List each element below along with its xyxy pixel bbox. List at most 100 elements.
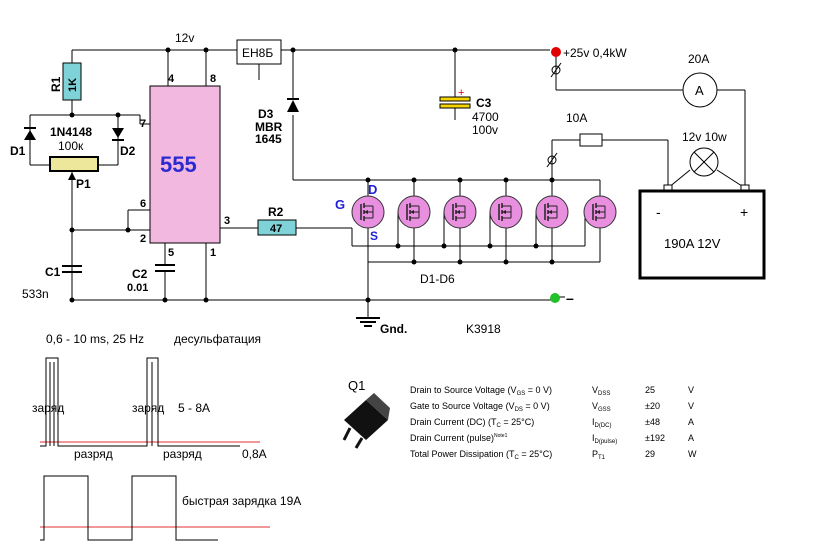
discharge-current: 0,8A	[242, 447, 267, 461]
mosfet-part-label: K3918	[466, 322, 501, 336]
battery: - + 190A 12V	[638, 184, 766, 280]
fuse-10a: 10A	[546, 111, 603, 168]
pin-1: 1	[210, 247, 216, 259]
ammeter-symbol: A	[695, 83, 704, 98]
mosfet-group-label: D1-D6	[420, 272, 455, 286]
output-plus-label: +25v 0,4kW	[563, 46, 627, 60]
spec-unit: A	[688, 417, 694, 427]
spec-value: ±20	[645, 401, 660, 411]
resistor-r1: 1K R1	[49, 62, 82, 101]
r1-value: 1K	[67, 78, 79, 92]
c3-voltage: 100v	[472, 123, 498, 137]
diode-type-label: 1N4148	[50, 125, 92, 139]
wave1-header: 0,6 - 10 ms, 25 Hz	[46, 332, 144, 346]
potentiometer-p1: 100к P1	[49, 139, 99, 191]
c1-value: 533n	[22, 287, 49, 301]
ic-555: 555 4 8 7 6 2 3 5 1	[140, 73, 230, 259]
fuse-label: ЕН8Б	[242, 46, 273, 60]
spec-unit: V	[688, 401, 694, 411]
r1-ref: R1	[49, 76, 63, 92]
ic-label: 555	[160, 152, 197, 177]
mosfet-array: G D S D1-D6	[335, 182, 617, 286]
ground-symbol: Gnd.	[356, 317, 407, 336]
spec-unit: V	[688, 385, 694, 395]
spec-symbol: ID(DC)	[592, 417, 612, 429]
mosfet-3	[443, 195, 477, 229]
ammeter-rating: 20A	[688, 52, 709, 66]
pin-7: 7	[140, 118, 146, 130]
mosfet-6	[583, 195, 617, 229]
wires	[29, 49, 746, 318]
ground-label: Gnd.	[380, 322, 407, 336]
pin-3: 3	[224, 215, 230, 227]
diode-d3: D3 MBR 1645	[255, 98, 299, 146]
c3-plus: +	[458, 87, 464, 99]
spec-param: Drain Current (DC) (TC = 25°C)	[410, 417, 534, 429]
spec-title: Q1	[348, 378, 365, 393]
p1-value: 100к	[58, 139, 84, 153]
pin-8: 8	[210, 73, 216, 85]
spec-symbol: VDSS	[592, 385, 610, 397]
lamp: 12v 10w	[682, 130, 727, 177]
spec-symbol: VGSS	[592, 401, 611, 413]
spec-param: Total Power Dissipation (TC = 25°C)	[410, 449, 552, 461]
wave1-mode: десульфатация	[174, 332, 261, 346]
spec-value: ±48	[645, 417, 660, 427]
output-plus-terminal: +25v 0,4kW	[550, 46, 627, 78]
c1-ref: C1	[45, 265, 61, 279]
spec-value: 29	[645, 449, 655, 459]
mosfet-1	[351, 195, 385, 229]
mosfet-2	[397, 195, 431, 229]
spec-param: Drain Current (pulse)Note1	[410, 433, 508, 443]
ammeter: 20A A	[682, 52, 718, 108]
pin-6: 6	[140, 198, 146, 210]
spec-unit: A	[688, 433, 694, 443]
r2-value: 47	[270, 223, 282, 235]
supply-12v-label: 12v	[175, 31, 194, 45]
c3-value: 4700	[472, 110, 499, 124]
spec-param: Drain to Source Voltage (VGS = 0 V)	[410, 385, 552, 397]
capacitor-c2: C2 0.01	[127, 264, 175, 294]
r2-ref: R2	[268, 205, 284, 219]
source-label: S	[370, 229, 378, 243]
charge-current: 5 - 8A	[178, 401, 210, 415]
spec-value: ±192	[645, 433, 665, 443]
junctions	[69, 47, 555, 303]
pin-5: 5	[168, 247, 174, 259]
diode-d2: D2	[112, 128, 136, 158]
battery-label: 190A 12V	[664, 236, 721, 251]
spec-symbol: ID(pulse)	[592, 433, 617, 445]
waveform-desulfation: 0,6 - 10 ms, 25 Hz десульфатация заряд з…	[32, 332, 267, 461]
fast-charge-label: быстрая зарядка 19А	[182, 494, 301, 508]
spec-table: Q1	[342, 378, 390, 449]
discharge-label-1: разряд	[74, 447, 113, 461]
p1-ref: P1	[76, 177, 91, 191]
c3-ref: C3	[476, 96, 492, 110]
battery-minus: -	[656, 204, 661, 220]
fuse2-rating: 10A	[566, 111, 587, 125]
mosfet-4	[489, 195, 523, 229]
mosfet-package-icon	[342, 393, 390, 449]
gate-label: G	[335, 197, 345, 212]
d3-type2: 1645	[255, 132, 282, 146]
resistor-r2: R2 47	[257, 205, 297, 236]
capacitor-c1: C1 533n	[22, 265, 82, 301]
drain-label: D	[368, 182, 377, 197]
d1-label: D1	[10, 144, 26, 158]
lamp-label: 12v 10w	[682, 130, 727, 144]
diode-d1: D1	[10, 127, 36, 158]
spec-symbol: PT1	[592, 449, 606, 461]
charge-label-1: заряд	[32, 401, 64, 415]
output-minus-label: –	[566, 290, 574, 306]
output-minus-terminal: –	[550, 290, 574, 306]
capacitor-c3: + C3 4700 100v	[439, 87, 499, 137]
spec-param: Gate to Source Voltage (VDS = 0 V)	[410, 401, 550, 413]
waveform-fast-charge: быстрая зарядка 19А	[40, 475, 301, 541]
d3-type1: MBR	[255, 120, 283, 134]
discharge-label-2: разряд	[163, 447, 202, 461]
fuse-eh8b: ЕН8Б	[236, 39, 282, 65]
battery-plus: +	[740, 204, 748, 220]
c2-value: 0.01	[127, 282, 148, 294]
mosfet-5	[535, 195, 569, 229]
